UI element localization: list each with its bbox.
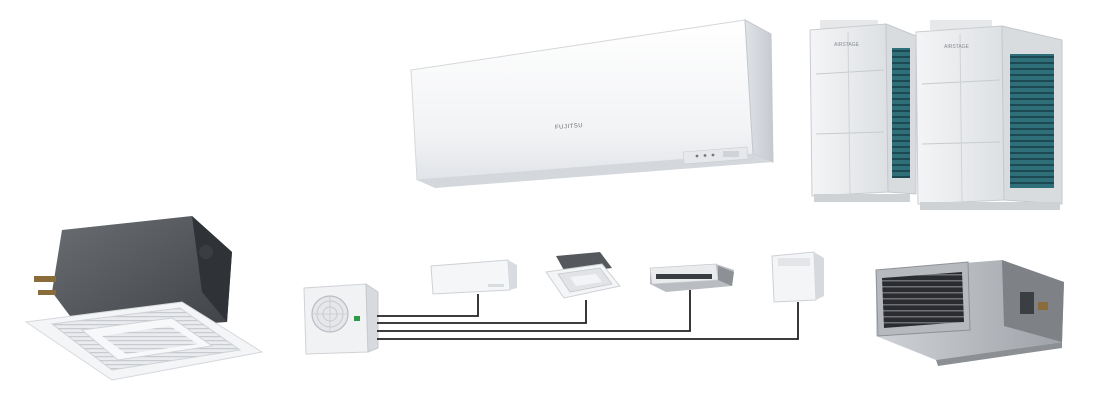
vrf-outdoor-unit-icon	[809, 20, 1063, 210]
refrigerant-pipe-icon	[377, 290, 799, 340]
wall-split-indoor-icon	[410, 19, 774, 188]
floor-console-unit	[768, 250, 828, 305]
multi-split-outdoor-unit-icon	[303, 283, 379, 355]
mini-wall-unit	[428, 258, 520, 298]
ceiling-cassette-icon	[24, 216, 264, 381]
floor-console-icon	[771, 251, 824, 303]
vrf-logo-left: AIRSTAGE	[834, 42, 859, 48]
mini-cassette-unit	[542, 250, 624, 305]
multi-split-outdoor-unit	[300, 282, 380, 357]
ceiling-cassette-unit	[22, 212, 272, 387]
vrf-outdoor-units: AIRSTAGE AIRSTAGE	[808, 14, 1070, 214]
ducted-unit	[872, 256, 1068, 368]
wall-split-indoor-unit: FUJITSU	[405, 12, 777, 192]
refrigerant-pipes	[375, 280, 805, 345]
vrf-logo-right: AIRSTAGE	[944, 44, 969, 50]
mini-cassette-icon	[545, 252, 621, 299]
slim-duct-unit	[646, 262, 738, 296]
ducted-unit-icon	[875, 260, 1064, 366]
slim-duct-unit-icon	[649, 263, 734, 292]
mini-wall-unit-icon	[430, 259, 517, 295]
